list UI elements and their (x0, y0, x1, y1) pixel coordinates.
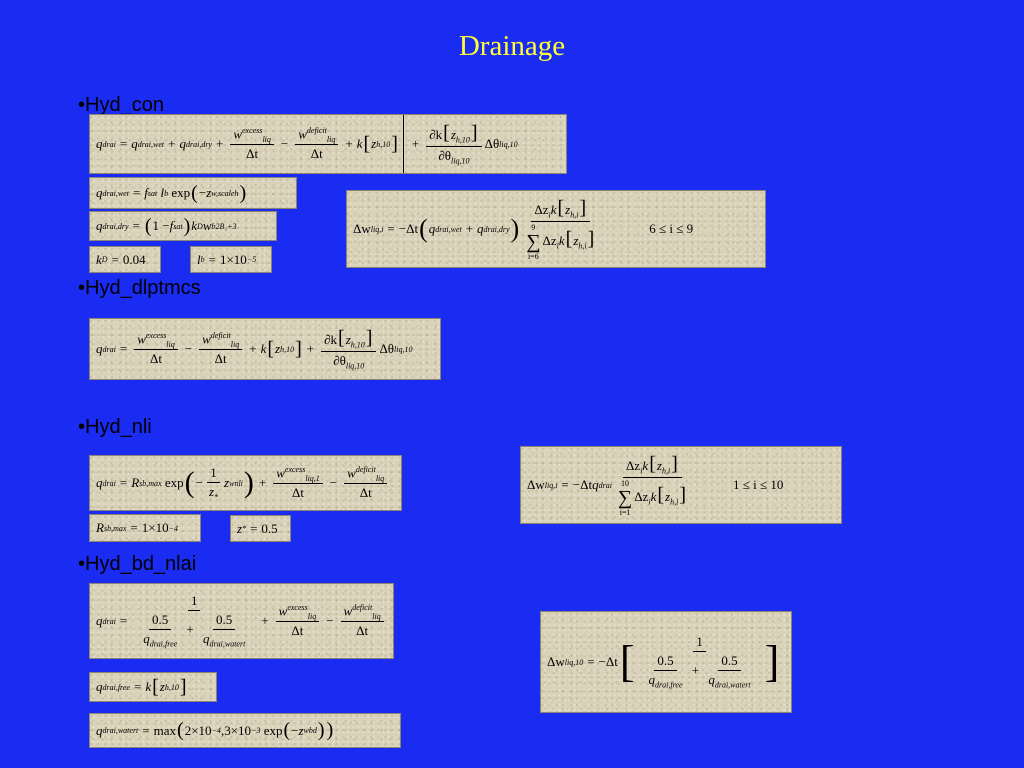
slide-title: Drainage (458, 30, 566, 62)
bullet-hyd-bd-nlai: •Hyd_bd_nlai (78, 553, 197, 575)
equation-zstar: z* = 0.5 (230, 515, 291, 542)
bullet-hyd-con: •Hyd_con (78, 94, 164, 116)
bullet-hyd-nli: •Hyd_nli (78, 416, 152, 438)
bullet-hyd-dlptmcs: •Hyd_dlptmcs (78, 277, 201, 299)
